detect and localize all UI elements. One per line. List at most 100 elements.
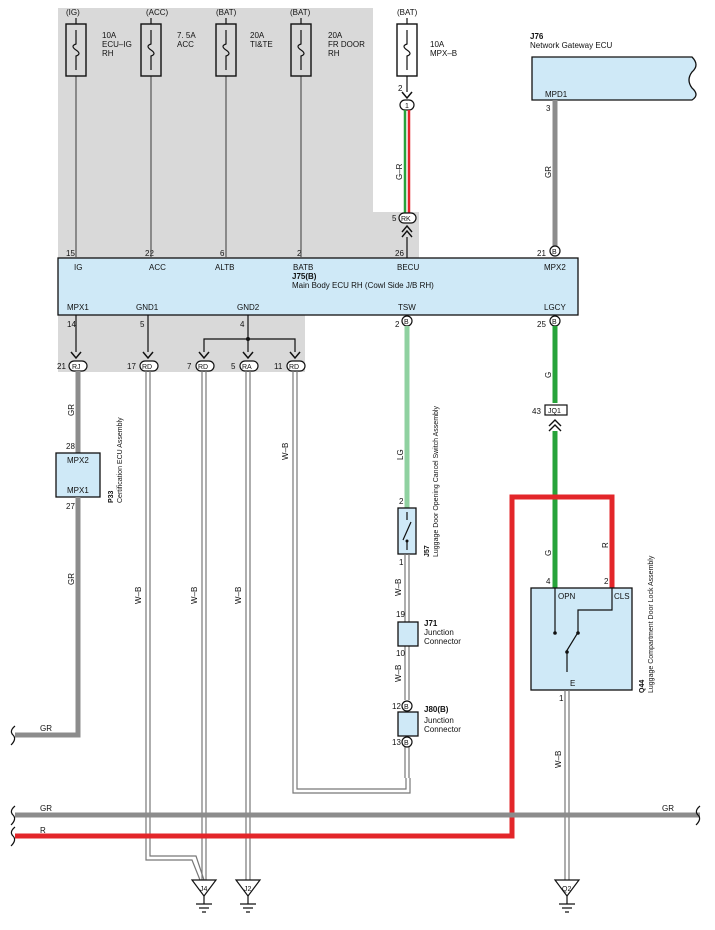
svg-text:W–B: W–B [394,665,403,682]
main-ecu-top-pins: 15 IG 22 ACC 6 ALTB 2 BATB 26 BECU 21 MP… [66,249,566,272]
svg-text:Junction: Junction [424,628,454,637]
svg-text:CLS: CLS [614,592,630,601]
svg-text:(ACC): (ACC) [146,8,169,17]
svg-text:GR: GR [662,804,674,813]
j76-id: J76 [530,32,544,41]
svg-text:TI&TE: TI&TE [250,40,273,49]
svg-text:J71: J71 [424,619,438,628]
pin-6-no: 6 [220,249,225,258]
svg-text:1: 1 [405,103,409,110]
svg-text:17: 17 [127,362,136,371]
pin-26-no: 26 [395,249,404,258]
j76-pin-no: 3 [546,104,551,113]
svg-text:7: 7 [187,362,192,371]
mpxb-pin-no: 2 [398,84,403,93]
svg-text:10A: 10A [430,40,445,49]
wire-label-gr-top: GR [544,166,553,178]
pin-mpx1-name: MPX1 [67,303,89,312]
pin-lgcy-name: LGCY [544,303,566,312]
pin-altb-name: ALTB [215,263,234,272]
wire-gr-p33-bottom [15,497,81,738]
j76-name: Network Gateway ECU [530,41,612,50]
svg-text:13: 13 [392,738,401,747]
svg-text:MPX1: MPX1 [67,486,89,495]
svg-text:Q2: Q2 [562,886,571,893]
svg-text:Junction: Junction [424,716,454,725]
svg-text:4: 4 [546,577,551,586]
svg-text:RK: RK [401,216,411,223]
svg-text:GR: GR [67,573,76,585]
svg-text:Luggage Door Opening Cancel Sw: Luggage Door Opening Cancel Switch Assem… [433,406,440,557]
svg-text:19: 19 [396,610,405,619]
j80-box [397,711,419,737]
svg-text:ECU–IG: ECU–IG [102,40,132,49]
svg-text:27: 27 [66,502,75,511]
fuse-ig: (IG) 10A ECU–IG RH [65,8,132,77]
svg-text:W–B: W–B [190,587,199,604]
svg-text:20A: 20A [328,31,343,40]
svg-text:J2: J2 [244,886,252,893]
svg-text:1: 1 [559,694,564,703]
svg-text:JQ1: JQ1 [548,408,561,415]
svg-text:GR: GR [40,724,52,733]
svg-text:RJ: RJ [72,364,81,371]
ground-j4: J4 [190,879,218,913]
svg-text:(IG): (IG) [66,8,80,17]
pin-15-no: 15 [66,249,75,258]
pin-gnd1-name: GND1 [136,303,159,312]
connector-1 [399,99,415,111]
svg-text:RD: RD [198,364,208,371]
svg-text:10: 10 [396,649,405,658]
svg-text:LG: LG [396,449,405,460]
svg-text:(BAT): (BAT) [216,8,237,17]
pin-4-no: 4 [240,320,245,329]
svg-text:W–B: W–B [234,587,243,604]
pin-gnd2-name: GND2 [237,303,260,312]
main-ecu-id: J75(B) [292,272,317,281]
svg-text:J80(B): J80(B) [424,705,449,714]
svg-text:B: B [552,319,557,326]
fuse-fr-door: (BAT) 20A FR DOOR RH [290,8,365,77]
svg-text:5: 5 [231,362,236,371]
fuse-tite: (BAT) 20A TI&TE [215,8,273,77]
svg-text:2: 2 [399,497,404,506]
svg-text:5: 5 [392,214,397,223]
ground-j2: J2 [234,879,262,913]
pin-22-no: 22 [145,249,154,258]
wire-label-gr-p33: GR [67,404,76,416]
svg-text:2: 2 [604,577,609,586]
q44-box [530,587,633,691]
ground-q2: Q2 [553,879,581,913]
svg-text:Q44: Q44 [639,680,646,693]
svg-text:1: 1 [399,558,404,567]
j76-box [531,56,697,101]
svg-text:Connector: Connector [424,637,461,646]
pin-21-no: 21 [537,249,546,258]
j76-pin-name: MPD1 [545,90,568,99]
pin-5-no: 5 [140,320,145,329]
gray-area-bottom [58,315,305,372]
svg-text:RH: RH [328,49,340,58]
svg-text:11: 11 [274,362,283,371]
svg-text:W–B: W–B [281,443,290,460]
svg-text:(BAT): (BAT) [290,8,311,17]
svg-text:MPX–B: MPX–B [430,49,457,58]
pin-batb-name: BATB [293,263,313,272]
pin-tsw-name: TSW [398,303,416,312]
svg-text:B: B [404,319,409,326]
pin-25-no: 25 [537,320,546,329]
pin-ig-name: IG [74,263,82,272]
svg-text:OPN: OPN [558,592,576,601]
svg-text:W–B: W–B [134,587,143,604]
svg-text:RD: RD [289,364,299,371]
svg-text:J57: J57 [424,545,431,557]
svg-text:B: B [404,740,409,747]
svg-text:MPX2: MPX2 [67,456,89,465]
p33-box [55,452,101,498]
pin-14-no: 14 [67,320,76,329]
svg-text:7. 5A: 7. 5A [177,31,196,40]
svg-text:RD: RD [142,364,152,371]
j71-box [397,621,419,647]
wire-r [15,494,615,839]
svg-text:W–B: W–B [394,579,403,596]
